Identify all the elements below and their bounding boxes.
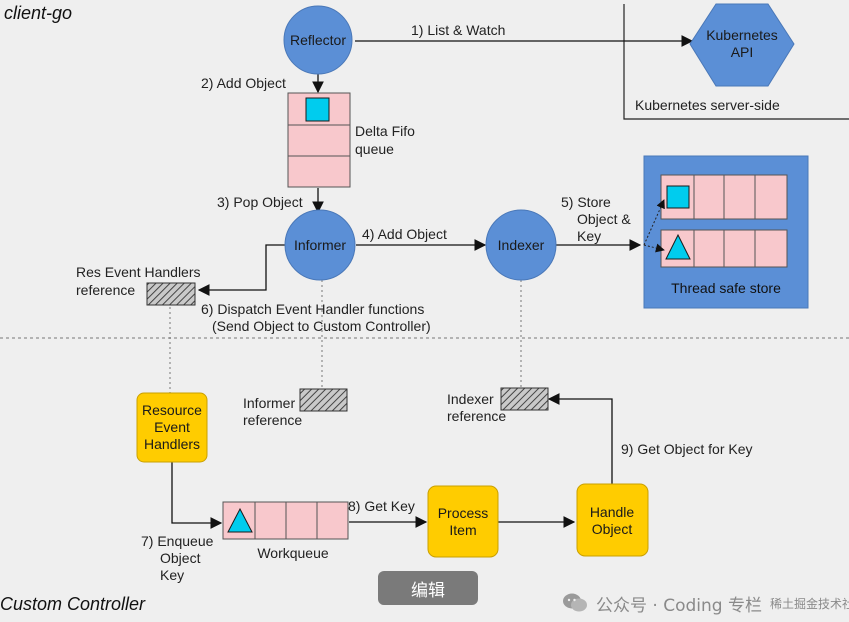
section-label-custom-controller: Custom Controller [0, 594, 146, 614]
step-7-line1: 7) Enqueue [141, 533, 214, 549]
informer-label: Informer [294, 237, 346, 253]
delta-fifo-label-line2: queue [355, 141, 394, 157]
arrow-get-object [547, 393, 613, 484]
process-item-line1: Process [438, 505, 489, 521]
arrow-dispatch-handlers [197, 244, 286, 296]
step-5-line3: Key [577, 228, 601, 244]
k8s-api-label-line1: Kubernetes [706, 27, 778, 43]
k8s-api-label-line2: API [731, 44, 754, 60]
step-2-label: 2) Add Object [201, 75, 286, 91]
watermark: 公众号 · Coding 专栏 稀土掘金技术社区 [562, 589, 849, 617]
indexer-ref-line2: reference [447, 408, 506, 424]
object-triangle-icon [665, 233, 691, 260]
step-7-line3: Key [160, 567, 184, 583]
resource-event-handlers-line1: Resource [142, 402, 202, 418]
handle-object-line2: Object [592, 521, 633, 537]
informer-node [284, 209, 356, 281]
handle-object-line1: Handle [590, 504, 635, 520]
edit-button[interactable]: 编辑 [378, 571, 478, 605]
indexer-ref-line1: Indexer [447, 391, 494, 407]
wechat-icon [562, 592, 588, 614]
step-6-line1: 6) Dispatch Event Handler functions [201, 301, 424, 317]
k8s-server-side-label: Kubernetes server-side [635, 97, 780, 113]
watermark-sub: 稀土掘金技术社区 [769, 596, 849, 611]
store-pointer [643, 199, 665, 246]
workqueue-label: Workqueue [257, 545, 329, 561]
section-label-client-go: client-go [4, 3, 72, 23]
delta-fifo-label-line1: Delta Fifo [355, 123, 415, 139]
step-5-line1: 5) Store [561, 194, 611, 210]
indexer-reference-box [500, 387, 549, 411]
resource-event-handlers-line2: Event [154, 419, 190, 435]
object-triangle-icon [227, 507, 253, 533]
step-9-label: 9) Get Object for Key [621, 441, 753, 457]
step-5-line2: Object & [577, 211, 631, 227]
reflector-label: Reflector [290, 32, 346, 48]
res-handlers-reference-box [146, 282, 196, 306]
informer-reference-box [299, 388, 348, 412]
informer-ref-line2: reference [243, 412, 302, 428]
object-square-icon [666, 185, 690, 209]
informer-ref-line1: Informer [243, 395, 295, 411]
process-item-line2: Item [449, 522, 476, 538]
thread-safe-store-label: Thread safe store [671, 280, 781, 296]
step-6-line2: (Send Object to Custom Controller) [212, 318, 431, 334]
kubernetes-api-node [689, 3, 795, 87]
step-7-line2: Object [160, 550, 201, 566]
step-4-label: 4) Add Object [362, 226, 447, 242]
indexer-label: Indexer [498, 237, 545, 253]
reflector-node [283, 5, 353, 75]
res-handlers-ref-line1: Res Event Handlers [76, 264, 201, 280]
step-8-label: 8) Get Key [348, 498, 415, 514]
resource-event-handlers-node [136, 392, 208, 463]
step-1-label: 1) List & Watch [411, 22, 505, 38]
server-side-boundary [623, 4, 849, 120]
indexer-node [485, 209, 557, 281]
store-pointer [643, 243, 665, 253]
watermark-text: 公众号 · Coding 专栏 [596, 595, 762, 616]
resource-event-handlers-line3: Handlers [144, 436, 200, 452]
handle-object-node [576, 483, 649, 557]
step-3-label: 3) Pop Object [217, 194, 303, 210]
process-item-node [427, 485, 499, 558]
res-handlers-ref-line2: reference [76, 282, 135, 298]
object-square-icon [305, 97, 330, 122]
arrow-enqueue [171, 462, 223, 529]
